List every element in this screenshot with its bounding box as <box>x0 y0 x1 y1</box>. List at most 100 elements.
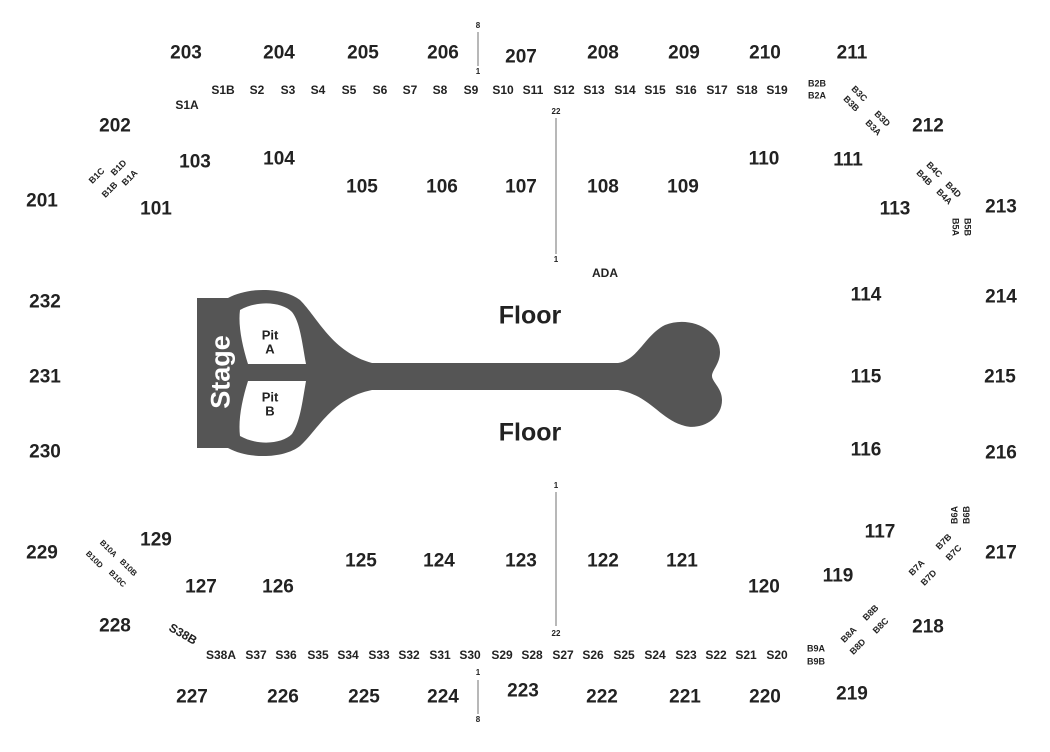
heart-stage[interactable] <box>618 321 722 427</box>
suite-s24[interactable]: S24 <box>644 648 666 662</box>
suite-s8[interactable]: S8 <box>432 83 448 97</box>
section-208[interactable]: 208 <box>587 42 619 64</box>
suite-s9[interactable]: S9 <box>463 83 479 97</box>
section-205[interactable]: 205 <box>347 42 379 64</box>
section-219[interactable]: 219 <box>836 683 868 705</box>
suite-s32[interactable]: S32 <box>398 648 420 662</box>
box-b2b[interactable]: B2B <box>807 78 827 89</box>
section-220[interactable]: 220 <box>749 686 781 708</box>
section-202[interactable]: 202 <box>99 115 131 137</box>
section-121[interactable]: 121 <box>666 550 698 572</box>
section-209[interactable]: 209 <box>668 42 700 64</box>
suite-s21[interactable]: S21 <box>735 648 757 662</box>
section-223[interactable]: 223 <box>507 680 539 702</box>
suite-s22[interactable]: S22 <box>705 648 727 662</box>
section-206[interactable]: 206 <box>427 42 459 64</box>
section-106[interactable]: 106 <box>426 176 458 198</box>
box-b6a[interactable]: B6A <box>949 505 960 525</box>
box-b6b[interactable]: B6B <box>961 505 972 525</box>
suite-s18[interactable]: S18 <box>736 83 758 97</box>
suite-s12[interactable]: S12 <box>553 83 575 97</box>
box-b9a[interactable]: B9A <box>806 643 826 654</box>
suite-s31[interactable]: S31 <box>429 648 451 662</box>
section-207[interactable]: 207 <box>505 46 537 68</box>
suite-s26[interactable]: S26 <box>582 648 604 662</box>
section-109[interactable]: 109 <box>667 176 699 198</box>
box-b5b[interactable]: B5B <box>962 217 973 237</box>
section-210[interactable]: 210 <box>749 42 781 64</box>
suite-s14[interactable]: S14 <box>614 83 636 97</box>
section-216[interactable]: 216 <box>985 442 1017 464</box>
suite-s1b[interactable]: S1B <box>211 83 235 97</box>
suite-s11[interactable]: S11 <box>522 83 544 97</box>
suite-s33[interactable]: S33 <box>368 648 390 662</box>
section-211[interactable]: 211 <box>836 42 868 64</box>
section-120[interactable]: 120 <box>748 576 780 598</box>
section-117[interactable]: 117 <box>864 521 896 543</box>
section-221[interactable]: 221 <box>669 686 701 708</box>
suite-s5[interactable]: S5 <box>341 83 357 97</box>
section-232[interactable]: 232 <box>29 291 61 313</box>
ada-label[interactable]: ADA <box>592 266 618 280</box>
section-218[interactable]: 218 <box>912 616 944 638</box>
floor-label-top[interactable]: Floor <box>498 301 562 330</box>
section-125[interactable]: 125 <box>345 550 377 572</box>
section-215[interactable]: 215 <box>984 366 1016 388</box>
section-230[interactable]: 230 <box>29 441 61 463</box>
suite-s3[interactable]: S3 <box>280 83 296 97</box>
section-101[interactable]: 101 <box>140 198 172 220</box>
floor-label-bottom[interactable]: Floor <box>498 418 562 447</box>
suite-s19[interactable]: S19 <box>766 83 788 97</box>
section-227[interactable]: 227 <box>176 686 208 708</box>
pit-a-label[interactable]: Pit A <box>261 327 279 356</box>
section-104[interactable]: 104 <box>263 148 295 170</box>
section-122[interactable]: 122 <box>587 550 619 572</box>
suite-s27[interactable]: S27 <box>552 648 574 662</box>
section-113[interactable]: 113 <box>879 198 911 220</box>
suite-s16[interactable]: S16 <box>675 83 697 97</box>
section-226[interactable]: 226 <box>267 686 299 708</box>
section-214[interactable]: 214 <box>985 286 1017 308</box>
pit-a-area[interactable] <box>239 303 306 364</box>
section-204[interactable]: 204 <box>263 42 295 64</box>
section-129[interactable]: 129 <box>140 529 172 551</box>
suite-s35[interactable]: S35 <box>307 648 329 662</box>
section-229[interactable]: 229 <box>26 542 58 564</box>
section-111[interactable]: 111 <box>833 149 863 171</box>
suite-s17[interactable]: S17 <box>706 83 728 97</box>
section-103[interactable]: 103 <box>179 151 211 173</box>
suite-s10[interactable]: S10 <box>492 83 514 97</box>
suite-s6[interactable]: S6 <box>372 83 388 97</box>
suite-s15[interactable]: S15 <box>644 83 666 97</box>
section-116[interactable]: 116 <box>850 439 882 461</box>
section-114[interactable]: 114 <box>850 284 882 306</box>
suite-s2[interactable]: S2 <box>249 83 265 97</box>
suite-s25[interactable]: S25 <box>613 648 635 662</box>
suite-s1a[interactable]: S1A <box>175 98 199 112</box>
pit-b-area[interactable] <box>239 381 306 443</box>
suite-s28[interactable]: S28 <box>521 648 543 662</box>
suite-s13[interactable]: S13 <box>583 83 605 97</box>
section-224[interactable]: 224 <box>427 686 459 708</box>
suite-s37[interactable]: S37 <box>245 648 267 662</box>
section-105[interactable]: 105 <box>346 176 378 198</box>
section-127[interactable]: 127 <box>185 576 217 598</box>
box-b9b[interactable]: B9B <box>806 656 826 667</box>
suite-s7[interactable]: S7 <box>402 83 418 97</box>
suite-s34[interactable]: S34 <box>337 648 359 662</box>
box-b2a[interactable]: B2A <box>807 90 827 101</box>
suite-s36[interactable]: S36 <box>275 648 297 662</box>
runway[interactable] <box>360 363 630 390</box>
section-115[interactable]: 115 <box>850 366 882 388</box>
section-107[interactable]: 107 <box>505 176 537 198</box>
section-225[interactable]: 225 <box>348 686 380 708</box>
section-201[interactable]: 201 <box>26 190 58 212</box>
suite-s4[interactable]: S4 <box>310 83 326 97</box>
suite-s20[interactable]: S20 <box>766 648 788 662</box>
suite-s29[interactable]: S29 <box>491 648 513 662</box>
section-203[interactable]: 203 <box>170 42 202 64</box>
suite-s23[interactable]: S23 <box>675 648 697 662</box>
section-222[interactable]: 222 <box>586 686 618 708</box>
section-108[interactable]: 108 <box>587 176 619 198</box>
section-119[interactable]: 119 <box>822 565 854 587</box>
